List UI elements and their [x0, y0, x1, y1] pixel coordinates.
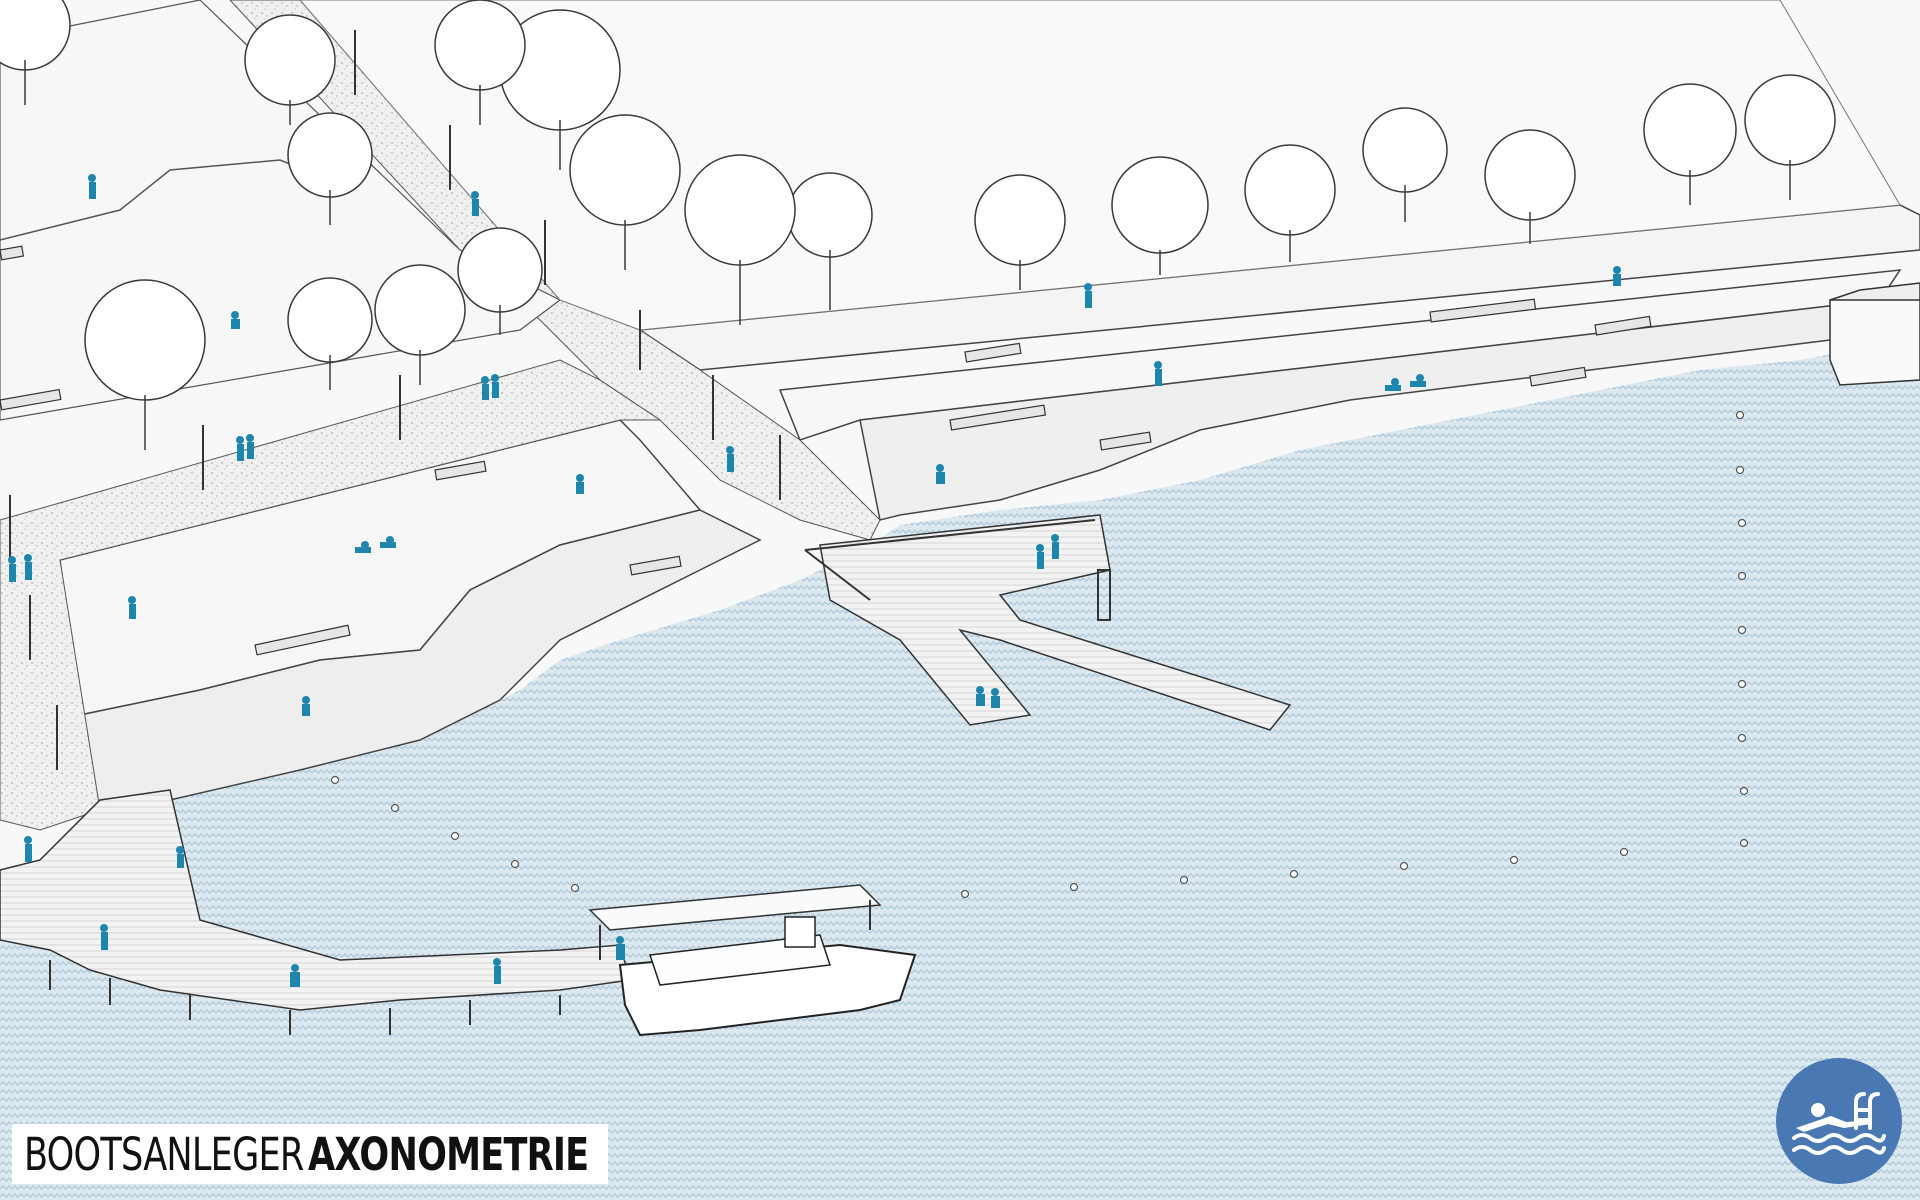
person-figure: [290, 964, 300, 987]
person-figure: [128, 596, 136, 619]
person-figure: [355, 541, 371, 553]
benches: [0, 245, 1652, 656]
person-figure: [726, 446, 734, 472]
person-figure: [176, 846, 184, 868]
main-pier-deck: [819, 514, 1292, 731]
pier-railing-side: [804, 549, 871, 601]
tree-icon: [287, 112, 373, 225]
title-part-2: AXONOMETRIE: [308, 1127, 589, 1181]
swimmer-head-icon: [1811, 1103, 1825, 1117]
person-figure: [1613, 266, 1621, 286]
tree-icon: [457, 227, 543, 335]
swimmer-icon: [1792, 1092, 1886, 1155]
tree-icon: [569, 114, 681, 270]
person-figure: [231, 311, 240, 329]
people: [8, 174, 1621, 987]
kiosk-building: [1829, 289, 1920, 386]
kiosk-roof: [1829, 282, 1920, 301]
swimming-logo-badge: [1776, 1058, 1902, 1184]
person-figure: [8, 556, 16, 582]
person-figure: [481, 376, 489, 400]
tree-icon: [1244, 144, 1336, 262]
tree-icon: [1362, 107, 1448, 222]
tree-icon: [1484, 129, 1576, 244]
person-figure: [576, 474, 584, 494]
left-terrace-lower: [79, 509, 762, 811]
person-figure: [976, 686, 985, 706]
tree-icon: [287, 277, 373, 390]
tree-icon: [974, 174, 1066, 290]
tree-icon: [434, 0, 526, 125]
person-figure: [1410, 374, 1426, 387]
boat-wheelhouse: [784, 916, 816, 948]
person-figure: [380, 536, 396, 548]
person-figure: [491, 374, 499, 398]
person-figure: [302, 696, 310, 716]
gravel-path-left: [0, 359, 662, 831]
tree-icon: [684, 154, 796, 325]
tree-icon: [84, 279, 206, 450]
person-figure: [991, 688, 1000, 708]
person-figure: [471, 191, 479, 216]
person-figure: [24, 836, 32, 862]
boat-shelter-roof: [588, 884, 882, 931]
tree-icon: [1643, 83, 1737, 205]
boardwalk-piles: [49, 960, 561, 1035]
person-figure: [100, 924, 108, 950]
person-figure: [493, 958, 501, 984]
person-figure: [616, 936, 625, 960]
person-figure: [1036, 544, 1044, 569]
person-figure: [24, 554, 32, 580]
person-figure: [1385, 378, 1401, 391]
tree-icon: [0, 0, 71, 105]
person-figure: [1051, 534, 1059, 559]
trees: [0, 0, 1836, 450]
buoys: [330, 410, 1749, 899]
pier-railing: [804, 519, 1096, 551]
title-part-1: BOOTSANLEGER: [24, 1127, 304, 1181]
tree-icon: [244, 14, 336, 125]
pier-ladder: [1097, 569, 1111, 621]
person-figure: [88, 174, 96, 199]
pool-ladder-icon: [1854, 1092, 1880, 1130]
person-figure: [1084, 283, 1092, 308]
tree-icon: [1111, 156, 1209, 275]
tree-icon: [1744, 74, 1836, 200]
lamp-posts: [9, 30, 781, 770]
tree-icon: [374, 264, 466, 385]
waves-icon: [1792, 1133, 1886, 1155]
drawing-title: BOOTSANLEGER AXONOMETRIE: [12, 1124, 608, 1184]
person-figure: [1154, 361, 1162, 386]
person-figure: [936, 464, 945, 484]
person-figure: [246, 434, 254, 459]
person-figure: [236, 436, 244, 461]
